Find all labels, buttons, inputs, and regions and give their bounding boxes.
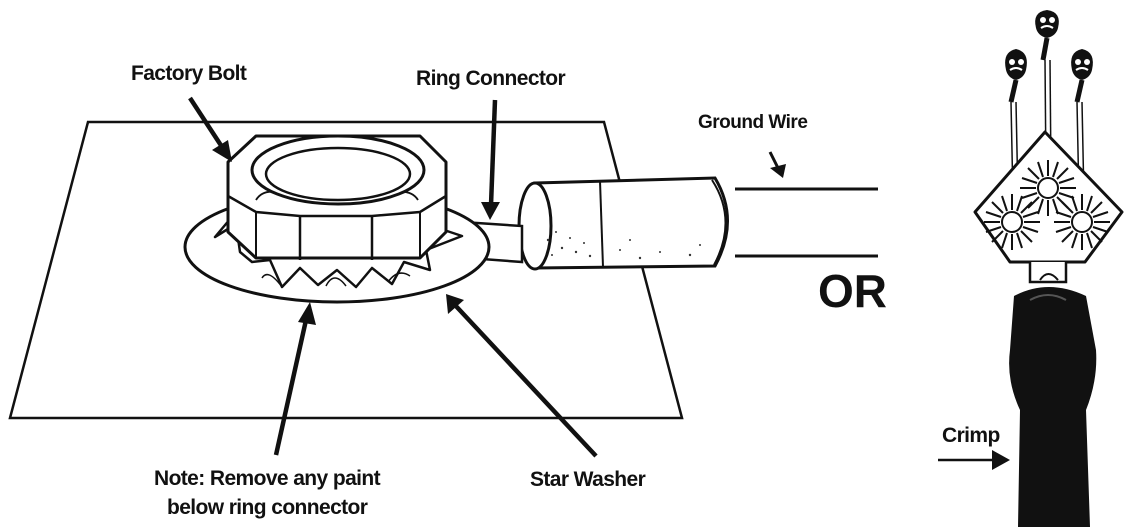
bolt-assembly-illustration (8, 96, 878, 458)
factory-bolt-label: Factory Bolt (131, 62, 247, 85)
screw-heads (1005, 10, 1093, 103)
note-label-line2: below ring connector (167, 496, 368, 519)
wire-sleeve (517, 176, 729, 271)
or-label: OR (818, 265, 887, 317)
crimp-barrel (1009, 287, 1097, 527)
star-washer-label: Star Washer (530, 468, 646, 491)
crimp-label: Crimp (942, 424, 1000, 447)
hex-nut (226, 134, 448, 260)
crimp-arrow (938, 450, 1010, 470)
label-pointers (188, 96, 786, 458)
star-washers-group (984, 160, 1110, 250)
ground-wire-label: Ground Wire (698, 112, 807, 133)
ring-connector-label: Ring Connector (416, 67, 566, 90)
crimp-connector-illustration (938, 10, 1124, 527)
note-label-line1: Note: Remove any paint (154, 467, 381, 490)
